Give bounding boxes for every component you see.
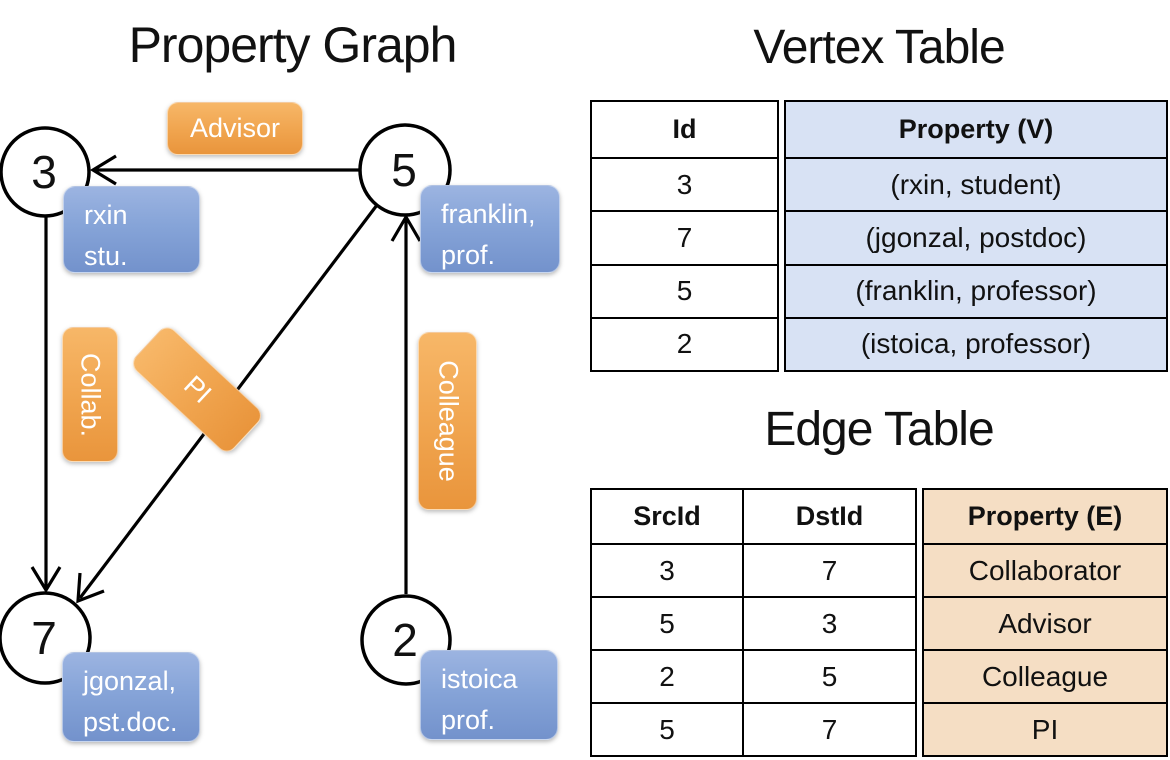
edge-label-collab: Collab. xyxy=(62,327,118,462)
node-label-2: istoica prof. xyxy=(420,650,558,740)
vertex-table-title: Vertex Table xyxy=(753,21,1005,74)
edge-property-cell: Advisor xyxy=(998,607,1092,639)
edge-label-colleague-text: Colleague xyxy=(433,360,463,482)
node-id-5: 5 xyxy=(391,144,417,196)
node-label-3: rxin stu. xyxy=(63,186,200,273)
edge-table-id-columns: SrcId DstId 3 7 5 3 2 5 5 7 xyxy=(590,488,917,757)
vertex-id-cell: 2 xyxy=(676,328,693,360)
edge-property-cell: Collaborator xyxy=(968,554,1122,586)
table-row: 3 7 xyxy=(592,543,915,596)
table-row: 3 xyxy=(592,157,777,210)
edge-src-cell: 2 xyxy=(659,660,675,692)
edge-property-cell: Colleague xyxy=(981,660,1109,692)
edge-table-title: Edge Table xyxy=(764,403,994,456)
node-label-5-line1: franklin, xyxy=(441,199,536,229)
edge-label-advisor: Advisor xyxy=(167,102,303,155)
edge-label-collab-text: Collab. xyxy=(75,352,106,437)
vertex-table-property-column: Property (V) (rxin, student) (jgonzal, p… xyxy=(784,100,1168,372)
edge-dst-cell: 7 xyxy=(742,704,915,755)
vertex-col-header-property: Property (V) xyxy=(898,114,1054,144)
node-label-7: jgonzal, pst.doc. xyxy=(62,652,200,742)
vertex-property-cell: (jgonzal, postdoc) xyxy=(865,221,1087,253)
arrowhead-3-7 xyxy=(30,566,62,594)
edge-label-colleague: Colleague xyxy=(418,332,477,510)
edge-dst-cell: 5 xyxy=(742,651,915,702)
table-row: (jgonzal, postdoc) xyxy=(786,210,1166,263)
vertex-id-cell: 3 xyxy=(676,168,693,200)
edge-table-property-column: Property (E) Collaborator Advisor Collea… xyxy=(922,488,1168,757)
edge-label-pi-text: PI xyxy=(177,369,217,409)
edge-col-header-property: Property (E) xyxy=(967,501,1123,531)
edge-src-cell: 5 xyxy=(659,607,675,639)
node-label-7-line1: jgonzal, xyxy=(83,666,177,696)
vertex-id-cell: 7 xyxy=(676,221,693,253)
node-label-5-line2: prof. xyxy=(441,239,496,270)
edge-dst-cell: 3 xyxy=(742,598,915,649)
edge-label-advisor-text: Advisor xyxy=(189,113,281,143)
vertex-id-cell: 5 xyxy=(676,275,693,307)
edge-src-cell: 3 xyxy=(659,554,675,586)
node-label-3-line2: stu. xyxy=(84,240,128,271)
table-row: (istoica, professor) xyxy=(786,316,1166,370)
node-label-3-line1: rxin xyxy=(84,200,128,230)
table-row: Advisor xyxy=(924,596,1166,649)
table-row: 5 7 xyxy=(592,702,915,755)
arrowhead-5-7 xyxy=(76,572,105,604)
property-graph-title: Property Graph xyxy=(128,17,458,73)
node-id-3: 3 xyxy=(31,146,57,198)
table-row: 7 xyxy=(592,210,777,263)
vertex-property-cell: (rxin, student) xyxy=(890,168,1062,200)
edge-col-header-srcid: SrcId xyxy=(633,501,701,531)
edge-table: SrcId DstId 3 7 5 3 2 5 5 7 Property (E)… xyxy=(590,488,1168,757)
edge-property-cell: PI xyxy=(1031,713,1059,745)
table-row: 5 xyxy=(592,263,777,317)
table-row: 5 3 xyxy=(592,596,915,649)
table-row: 2 5 xyxy=(592,649,915,702)
vertex-property-cell: (franklin, professor) xyxy=(855,275,1097,307)
arrowhead-2-5 xyxy=(390,213,422,242)
table-row: (rxin, student) xyxy=(786,157,1166,210)
table-row: Collaborator xyxy=(924,543,1166,596)
node-id-2: 2 xyxy=(392,614,418,666)
vertex-property-cell: (istoica, professor) xyxy=(860,328,1092,360)
table-row: (franklin, professor) xyxy=(786,263,1166,317)
edge-dst-cell: 7 xyxy=(742,545,915,596)
table-row: PI xyxy=(924,702,1166,755)
edge-src-cell: 5 xyxy=(659,713,675,745)
node-label-2-line2: prof. xyxy=(441,704,496,735)
node-label-2-line1: istoica xyxy=(441,664,518,694)
node-label-5: franklin, prof. xyxy=(420,185,560,273)
vertex-col-header-id: Id xyxy=(672,114,697,144)
table-row: 2 xyxy=(592,316,777,370)
node-id-7: 7 xyxy=(31,612,57,664)
vertex-table: Id 3 7 5 2 Property (V) (rxin, student) … xyxy=(590,100,1168,372)
node-label-7-line2: pst.doc. xyxy=(83,706,178,737)
edge-col-header-dstid: DstId xyxy=(742,490,915,543)
arrowhead-5-3 xyxy=(89,154,117,186)
table-row: Colleague xyxy=(924,649,1166,702)
vertex-table-id-column: Id 3 7 5 2 xyxy=(590,100,779,372)
